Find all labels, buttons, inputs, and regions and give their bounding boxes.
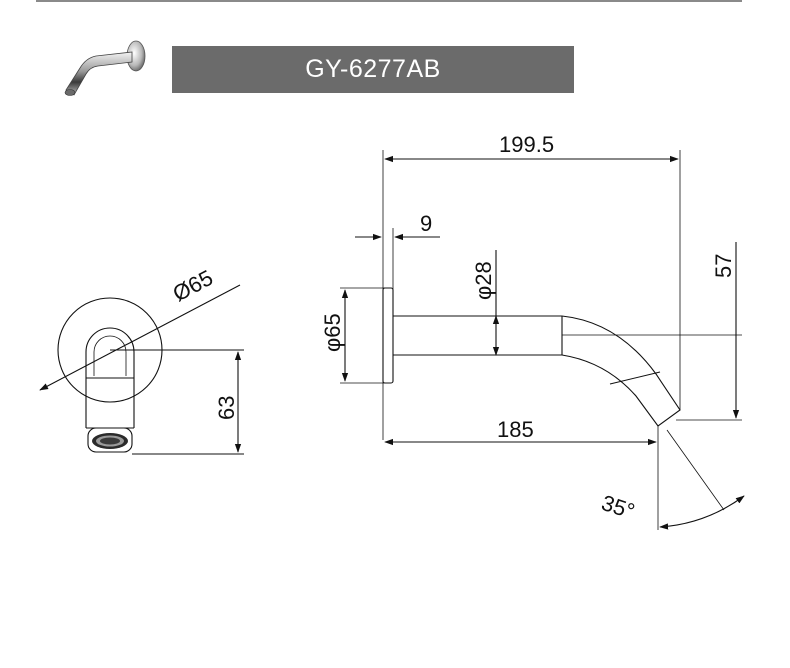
front-tube-inner [93,335,127,376]
front-tube-outline [85,327,135,428]
spout-length-label: 185 [497,417,534,442]
model-code-banner: GY-6277AB [172,46,574,93]
angle-arc [659,495,745,530]
top-divider [36,0,742,2]
front-view [39,284,244,455]
front-diameter-line [39,284,241,391]
angle-label: 35° [598,490,637,524]
front-diameter-label: Ø65 [169,265,217,307]
flange-diameter-label: φ65 [320,313,345,352]
side-view [340,150,745,530]
side-flange-plate [382,287,394,384]
spout-photo-icon [64,40,146,96]
front-height-label: 63 [214,396,239,420]
flange-thickness-label: 9 [420,211,432,236]
aerator-mesh [87,427,133,453]
drop-height-label: 57 [711,254,736,278]
tube-diameter-label: φ28 [471,261,496,300]
side-straight-tube [393,315,563,356]
overall-length-label: 199.5 [499,132,554,157]
side-bent-spout [561,315,681,427]
